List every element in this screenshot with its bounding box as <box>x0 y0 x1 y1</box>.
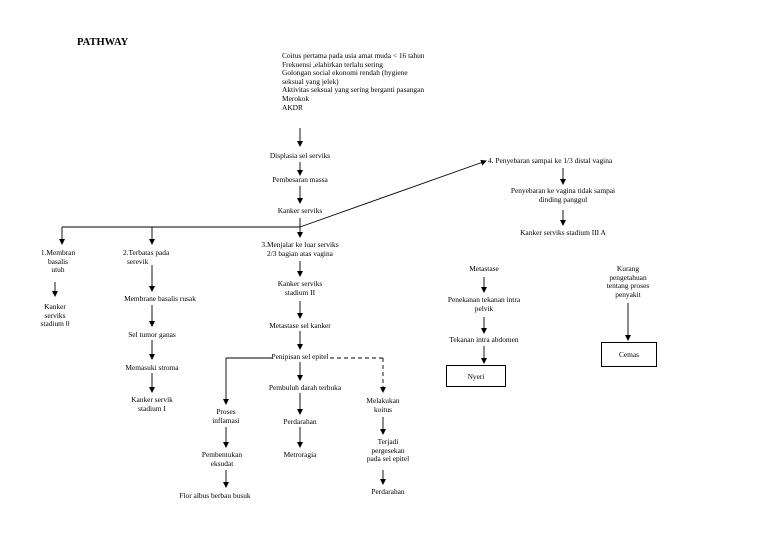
node-branch4-head: 4. Penyebaran sampai ke 1/3 distal vagin… <box>488 156 613 165</box>
node-stadium-2: Kanker serviks stadium II <box>277 279 323 297</box>
node-kurang-pengetahuan: Kurang pengetahuan tentang proses penyak… <box>606 264 650 299</box>
node-flor-albus: Flor albus berbau busuk <box>179 491 251 500</box>
cause-item: Merokok <box>282 93 310 103</box>
cause-item: Golongan social ekonomi rendah (hygiene <box>282 68 408 78</box>
node-branch2-head: 2.Terbatas pada serevik <box>123 248 170 266</box>
node-tekanan-abdomen: Tekanan intra abdomen <box>449 335 519 344</box>
node-membrane-rusak: Membrane basalis rusak <box>124 294 196 303</box>
node-branch1-head: 1.Membran basalis utuh <box>40 248 76 275</box>
box-nyeri: Nyeri <box>446 365 506 387</box>
node-terjadi-pergesekan: Terjadi pergesekan pada sel epitel <box>366 437 410 464</box>
arrow-branch4-diagonal <box>299 159 487 228</box>
node-branch2-result: Kanker servik stadium I <box>131 395 173 413</box>
node-branch3-head: 3.Menjalar ke luar serviks 2/3 bagian at… <box>261 240 339 258</box>
cause-item: seksual yang jelek) <box>282 76 339 86</box>
node-metastase-sel: Metastase sel kanker <box>269 321 331 330</box>
node-stadium-3a: Kanker serviks stadium III A <box>520 228 606 237</box>
cause-item: Frekuensi ,elahirkan terlalu sering <box>282 59 383 69</box>
node-metroragia: Metroragia <box>283 450 317 459</box>
node-sel-tumor: Sel tumor ganas <box>128 330 176 339</box>
node-pembesaran: Pembesaran massa <box>272 175 328 184</box>
node-pembuluh: Pembuluh darah terbuka <box>268 383 342 392</box>
node-melakukan-koitus: Melakukan koitus <box>366 396 400 414</box>
node-penekanan: Penekanan tekanan intra pelvik <box>447 295 521 313</box>
node-perdarahan: Perdarahan <box>283 417 317 426</box>
node-perdarahan-2: Perdarahan <box>371 487 405 496</box>
cause-item: Aktivitas seksual yang sering berganti p… <box>282 85 425 95</box>
node-memasuki-stroma: Memasuki stroma <box>125 363 179 372</box>
causes-list: Coitus pertama pada usia amat muda < 16 … <box>282 51 425 112</box>
cause-item: AKDR <box>282 102 303 112</box>
node-penipisan: Penipisan sel epitel <box>271 352 329 361</box>
node-pembentukan: Pembentukan eksudat <box>201 450 243 468</box>
node-branch1-result: Kanker serviks stadium 0 <box>40 302 70 329</box>
node-displasia: Displasia sel serviks <box>269 151 331 160</box>
node-metastase: Metastase <box>469 264 499 273</box>
node-kanker-serviks: Kanker serviks <box>277 206 323 215</box>
node-proses-inflamasi: Proses inflamasi <box>212 407 240 425</box>
page-title: PATHWAY <box>77 37 129 48</box>
cause-item: Coitus pertama pada usia amat muda < 16 … <box>282 51 425 60</box>
node-penyebaran-vagina: Penyebaran ke vagina tidak sampai dindin… <box>510 186 616 204</box>
box-cemas: Cemas <box>601 342 657 367</box>
